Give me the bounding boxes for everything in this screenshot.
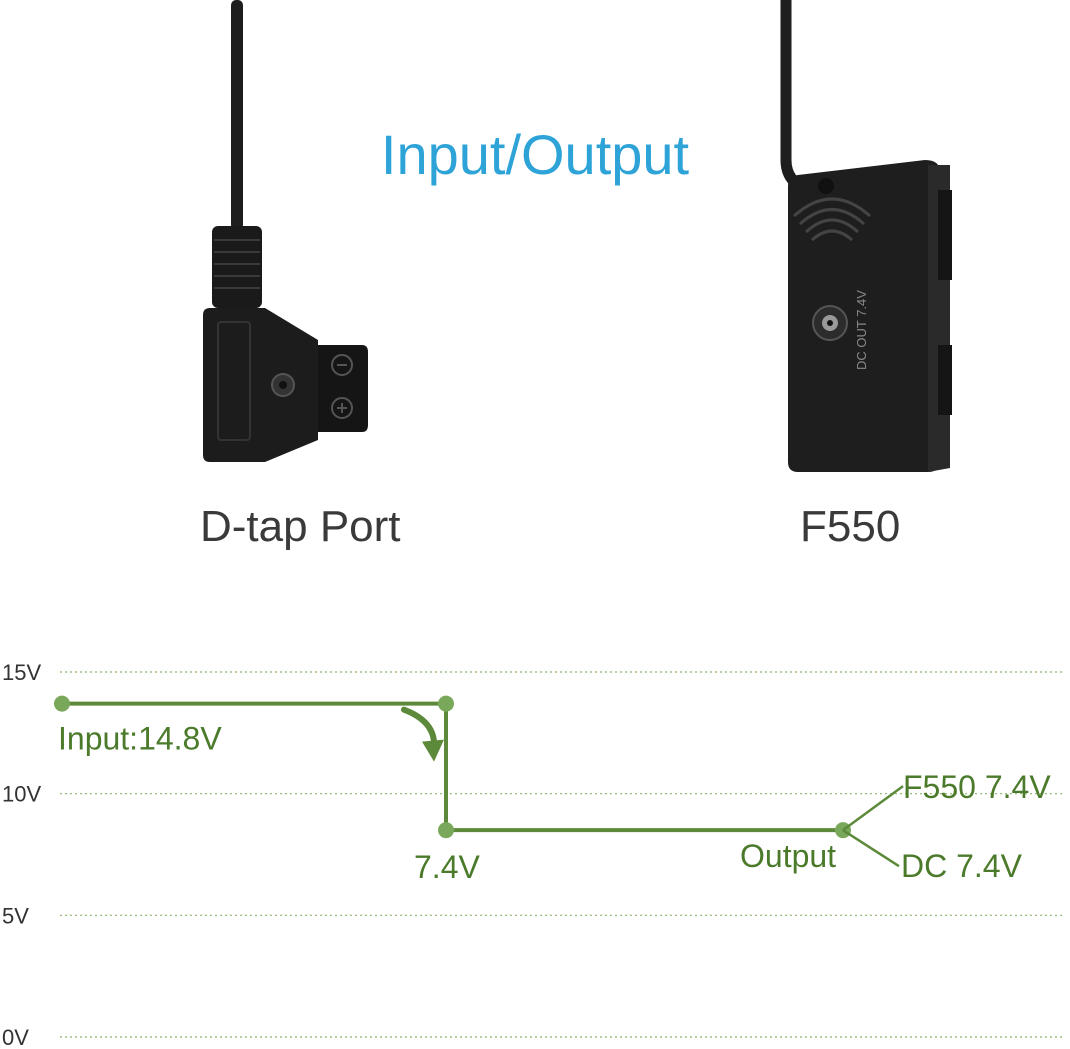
data-point — [54, 695, 70, 712]
d-tap-port-caption: D-tap Port — [200, 502, 401, 551]
f550-output-label: F550 7.4V — [903, 769, 1051, 805]
data-point — [438, 822, 454, 839]
dc-output-label: DC 7.4V — [901, 848, 1023, 884]
d-tap-connector-icon — [203, 0, 368, 462]
y-tick-label: 15V — [2, 660, 41, 685]
page-title: Input/Output — [380, 123, 690, 186]
step-voltage-label: 7.4V — [414, 849, 480, 885]
dc-out-label: DC OUT 7.4V — [854, 290, 869, 370]
f550-battery-adapter-icon: DC OUT 7.4V — [780, 0, 952, 472]
data-point — [438, 695, 454, 712]
input-voltage-label: Input:14.8V — [58, 721, 222, 757]
f550-caption: F550 — [800, 502, 901, 551]
branch-line-bottom — [842, 829, 900, 868]
y-tick-label: 5V — [2, 903, 29, 928]
devices-illustration: DC OUT 7.4V — [203, 0, 952, 472]
voltage-line — [62, 701, 843, 833]
y-tick-label: 10V — [2, 782, 41, 807]
output-label: Output — [740, 838, 836, 874]
branch-line-top — [842, 785, 904, 832]
y-tick-label: 0V — [2, 1025, 29, 1049]
curved-down-arrow-head — [422, 739, 444, 762]
